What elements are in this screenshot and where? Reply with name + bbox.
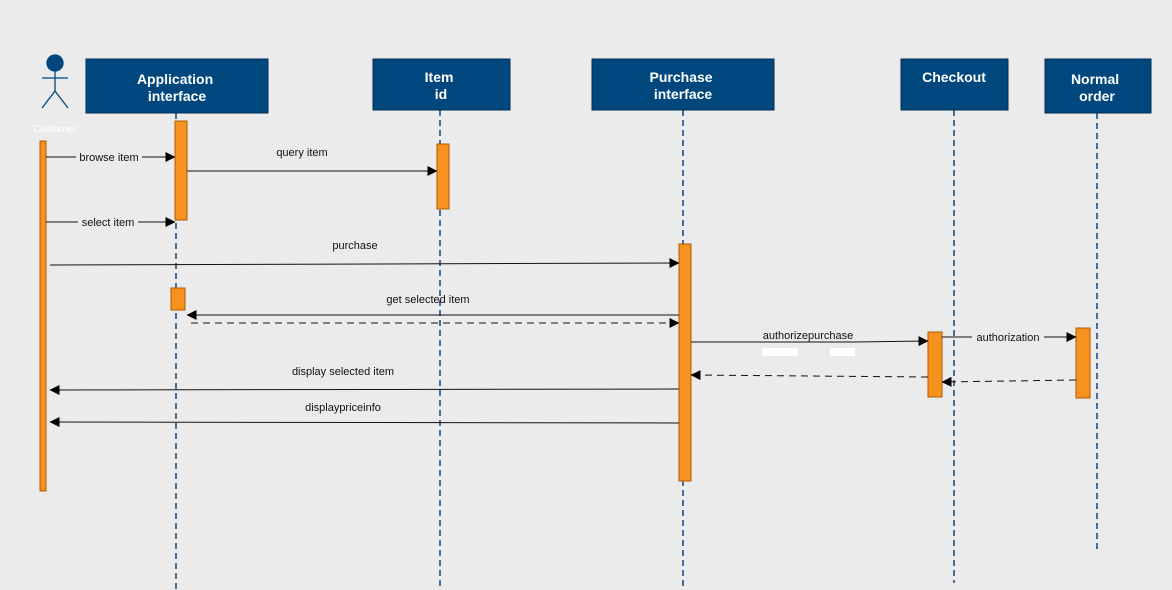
participant-title-line: Application [137,71,213,87]
participant-box [372,58,511,111]
participant-title-line: id [435,86,447,102]
stick-figure-icon [41,54,69,109]
label-background [76,150,142,164]
participant-application-interface: Application interface [85,58,269,114]
participant-purchase-interface: Purchase interface [591,58,775,111]
message-labels: browse item query item select item purch… [79,147,1039,414]
participant-title-line: interface [654,86,713,102]
message-label: get selected item [386,294,469,306]
participant-title-line: Normal [1071,71,1119,87]
message-label: select item [82,217,135,229]
participant-title-line: Purchase [650,69,713,85]
participant-title-line: Checkout [922,69,986,85]
participant-title-line: order [1079,88,1115,104]
participant-checkout: Checkout [900,58,1009,111]
participant-box [591,58,775,111]
white-label-marks [762,348,855,356]
svg-text:Item id: Item id [425,69,458,102]
activation-bar-checkout [927,331,943,398]
activations [39,120,1091,492]
participant-item-id: Item id [372,58,511,111]
activation-bar-item [436,143,450,210]
svg-text:Application interface: Application interface [137,71,217,104]
activation-bar-purchase [678,243,692,482]
message-label: query item [276,147,327,159]
label-backgrounds [76,150,1044,344]
participant-box [900,58,1009,111]
participant-title-line: Item [425,69,454,85]
message-arrow-display-selected-item [49,384,680,395]
participant-title-line: interface [148,88,207,104]
activation-bar-customer [39,140,47,492]
customer-actor: Customer [33,54,77,135]
svg-text:Normal order: Normal order [1071,71,1123,104]
activation-bar-application [170,287,186,311]
message-arrow-displaypriceinfo [49,417,680,428]
message-label: authorizepurchase [763,330,854,342]
message-label: authorization [977,332,1040,344]
message-label: display selected item [292,366,394,378]
messages [46,152,1077,428]
label-highlight-mark [762,348,798,356]
activation-bar-normal-order [1075,327,1091,399]
activation-bar-application [174,120,188,221]
message-label: browse item [79,152,138,164]
customer-label: Customer [33,124,77,135]
label-background [78,215,138,229]
svg-text:Checkout: Checkout [922,69,986,85]
message-arrow-checkout-to-purchase-dashed [690,370,929,381]
label-highlight-mark [830,348,855,356]
label-background [972,330,1044,344]
participant-box [1044,58,1152,114]
participant-box [85,58,269,114]
message-label: displaypriceinfo [305,402,381,414]
message-arrow-authorizepurchase [691,336,929,347]
svg-text:Purchase interface: Purchase interface [650,69,717,102]
message-label: purchase [332,240,377,252]
message-arrow-normal-to-checkout-dashed [941,376,1077,387]
lifelines [175,110,1098,590]
participant-normal-order: Normal order [1044,58,1152,114]
message-arrow-purchase [49,258,680,269]
